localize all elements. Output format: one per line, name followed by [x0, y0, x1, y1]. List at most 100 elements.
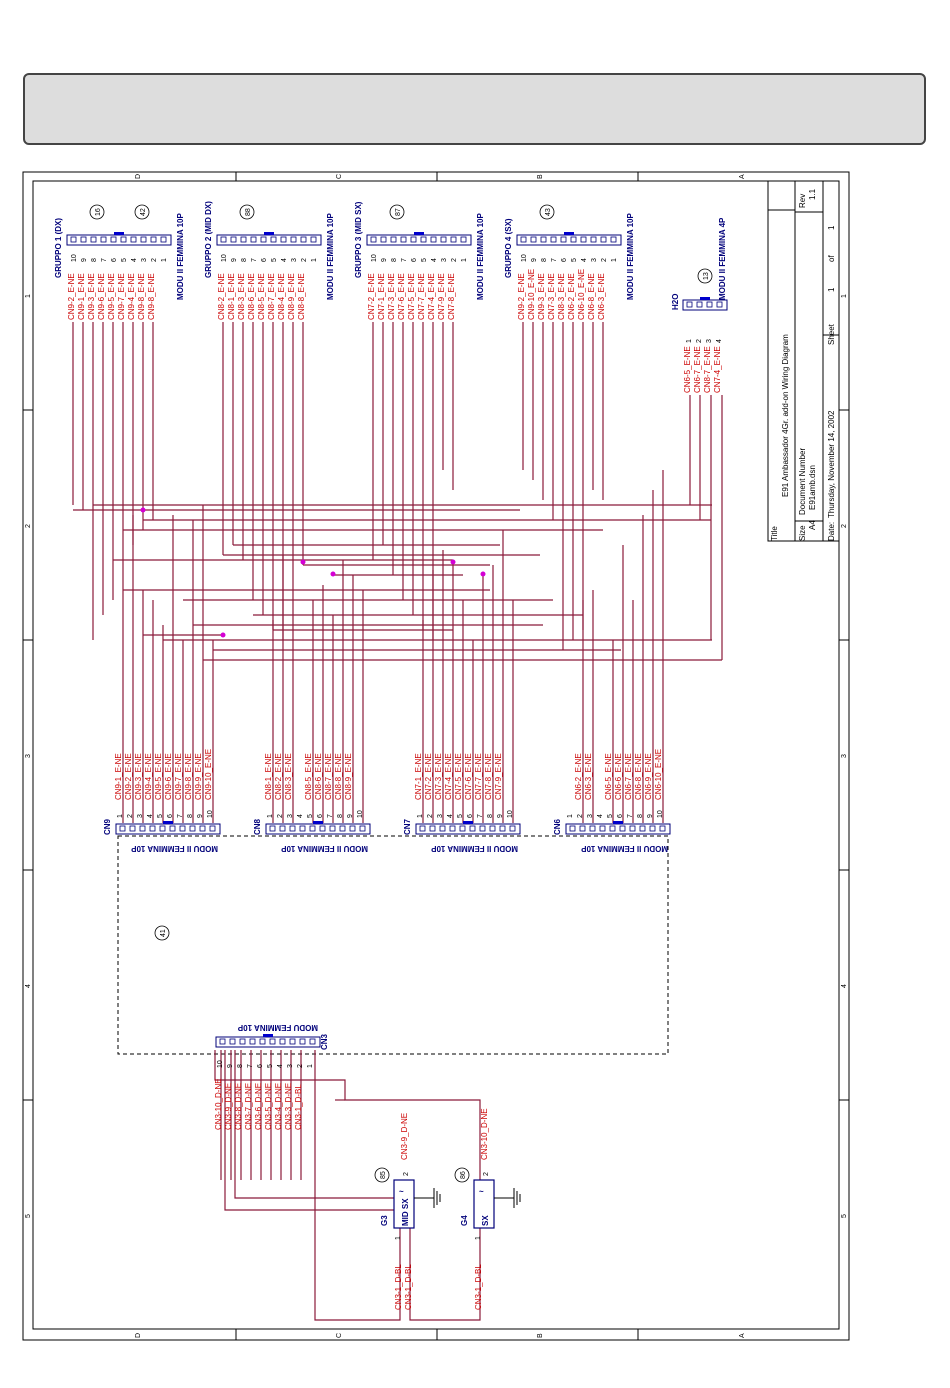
bottom-connector-part-label: MODU II FEMMINA 10P [431, 844, 518, 853]
bottom-pin-number: 6 [617, 814, 624, 818]
bottom-pin-number: 8 [187, 814, 194, 818]
bottom-pin-number: 1 [417, 814, 424, 818]
top-connector-tag [134, 204, 150, 220]
cn3-pin-number: 5 [267, 1064, 274, 1068]
top-connector-2-socket [220, 236, 227, 243]
top-pin-number: 2 [301, 258, 308, 262]
top-pin-number: 8 [91, 258, 98, 262]
bottom-connector-3-socket [469, 825, 476, 832]
top-net-label: CN9-8_E-NE [137, 273, 146, 320]
border-number-right: 2 [841, 524, 848, 528]
top-pin-number: 6 [561, 258, 568, 262]
bottom-connector-4-body [565, 823, 671, 835]
h2o-pin-number: 4 [716, 339, 723, 343]
h2o-connector-socket [716, 301, 723, 308]
bottom-pin-number: 3 [137, 814, 144, 818]
bottom-pin-number: 7 [477, 814, 484, 818]
bottom-pin-number: 4 [597, 814, 604, 818]
bottom-pin-number: 6 [317, 814, 324, 818]
top-connector-tag-text: 88 [245, 208, 252, 216]
top-pin-number: 5 [571, 258, 578, 262]
bottom-pin-number: 2 [427, 814, 434, 818]
cn3-net-label: CN3-10_D-NE [214, 1078, 223, 1130]
cn3-ref: CN3 [320, 1033, 329, 1050]
top-net-label: CN7-5_E-NE [407, 273, 416, 320]
border-number-right: 4 [841, 984, 848, 988]
bottom-pin-number: 1 [267, 814, 274, 818]
top-pin-number: 5 [271, 258, 278, 262]
top-connector-1-socket [120, 236, 127, 243]
bottom-net-label: CN8-3_E-NE [284, 753, 293, 800]
h2o-pin-number: 3 [706, 339, 713, 343]
top-pin-number: 2 [151, 258, 158, 262]
bottom-connector-4-socket [629, 825, 636, 832]
bottom-pin-number: 3 [587, 814, 594, 818]
h2o-net-label: CN7-4_E-NE [713, 346, 722, 393]
cn3-connector-key [263, 1034, 273, 1037]
top-pin-number: 6 [261, 258, 268, 262]
top-net-label: CN9-2_E-NE [67, 273, 76, 320]
top-pin-number: 8 [391, 258, 398, 262]
top-pin-number: 6 [411, 258, 418, 262]
top-connector-tag [89, 204, 105, 220]
top-pin-number: 10 [371, 254, 378, 262]
cn3-wire [234, 1050, 400, 1199]
bottom-connector-4-key [613, 821, 623, 824]
top-net-label: CN7-8_E-NE [447, 273, 456, 320]
cn3-connector-socket [259, 1038, 266, 1045]
bottom-connector-3-socket [499, 825, 506, 832]
border-letter-bottom: C [336, 1333, 343, 1338]
top-pin-number: 9 [381, 258, 388, 262]
top-pin-number: 8 [541, 258, 548, 262]
bottom-connector-3-socket [419, 825, 426, 832]
sheet-value: 1 [827, 287, 836, 292]
header-banner [23, 73, 926, 145]
cn3-pin-number: 3 [287, 1064, 294, 1068]
border-letter-top: B [537, 174, 544, 179]
cn3-net-label: CN3-4_D-NE [274, 1083, 283, 1130]
cn3-net-label: CN3-3_D-NE [284, 1083, 293, 1130]
inner-frame [32, 180, 840, 1330]
h2o-label: H2O [671, 294, 680, 310]
cn3-connector-socket [309, 1038, 316, 1045]
bottom-net-label: CN6-9_E-NE [644, 753, 653, 800]
bottom-connector-ref: CN9 [103, 818, 112, 835]
cn3-connector-socket [299, 1038, 306, 1045]
bottom-connector-2-socket [289, 825, 296, 832]
top-connector-3-body [366, 234, 472, 246]
top-net-label: CN6-2_E-NE [567, 273, 576, 320]
bottom-pin-number: 3 [437, 814, 444, 818]
border-letter-bottom: B [537, 1333, 544, 1338]
top-connector-part-label: MODU II FEMMINA 10P [626, 213, 635, 300]
top-pin-number: 10 [521, 254, 528, 262]
cn3-wire [214, 1050, 481, 1180]
bottom-connector-4-socket [579, 825, 586, 832]
top-connector-4-socket [590, 236, 597, 243]
bottom-net-label: CN9-5_E-NE [154, 753, 163, 800]
bottom-connector-4-socket [649, 825, 656, 832]
of-value: 1 [827, 225, 836, 230]
top-pin-number: 2 [451, 258, 458, 262]
bottom-net-label: CN7-8_E-NE [484, 753, 493, 800]
cn3-pin-number: 9 [227, 1064, 234, 1068]
bottom-connector-2 [265, 821, 371, 835]
rev-value: 1.1 [808, 188, 817, 200]
bottom-connector-1-socket [149, 825, 156, 832]
top-connector-4-key [564, 232, 574, 235]
bottom-connector-3-key [463, 821, 473, 824]
top-net-label: CN7-6_E-NE [397, 273, 406, 320]
cn3-pin-number: 4 [277, 1064, 284, 1068]
bottom-connector-2-socket [349, 825, 356, 832]
top-net-label: CN6-8_E-NE [587, 273, 596, 320]
top-net-label: CN8-1_E-NE [227, 273, 236, 320]
bottom-connector-1-socket [199, 825, 206, 832]
bottom-pin-number: 9 [197, 814, 204, 818]
top-connector-3-socket [460, 236, 467, 243]
bottom-connector-1-socket [209, 825, 216, 832]
bottom-connector-4-socket [659, 825, 666, 832]
junction-dot [220, 632, 226, 638]
bottom-net-label: CN7-1_E-NE [414, 753, 423, 800]
bottom-net-label: CN7-7_E-NE [474, 753, 483, 800]
top-net-label: CN7-4_E-NE [427, 273, 436, 320]
bottom-net-label: CN9-4_E-NE [144, 753, 153, 800]
